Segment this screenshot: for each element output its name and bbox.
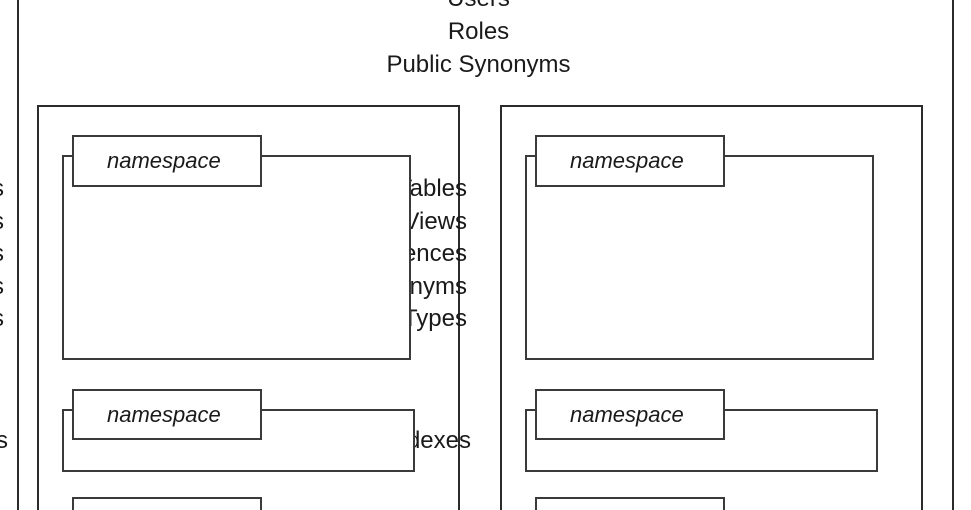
package-item-tables: Tables — [0, 173, 4, 206]
package-tab-right-objects: namespace — [535, 135, 725, 187]
package-tab-right-third — [535, 497, 725, 510]
package-item-list-left-indexes: Indexes — [0, 425, 8, 458]
package-stereotype-label: namespace — [570, 148, 684, 173]
package-stereotype-label: namespace — [107, 148, 221, 173]
package-tab-left-indexes: namespace — [72, 389, 262, 440]
package-body-right-objects — [525, 155, 874, 360]
package-tab-left-third — [72, 497, 262, 510]
package-item-sequences: Sequences — [0, 238, 4, 271]
package-item-private-synonyms: Private Synonyms — [0, 271, 4, 304]
package-item-list-left-objects: Tables Views Sequences Private Synonyms … — [0, 173, 4, 336]
package-stereotype-label: namespace — [107, 401, 221, 427]
package-item-indexes: Indexes — [0, 427, 8, 454]
global-scope-list: Users Roles Public Synonyms — [40, 0, 917, 81]
package-tab-left-objects: namespace — [72, 135, 262, 187]
global-item-public-synonyms: Public Synonyms — [386, 51, 571, 78]
package-item-user-defined-types: User-Defined Types — [0, 303, 4, 336]
schema-container-right: namespace Tables Views Sequences Private… — [255, 105, 923, 510]
package-item-views: Views — [0, 206, 4, 239]
package-tab-right-indexes: namespace — [535, 389, 725, 440]
package-stereotype-label: namespace — [570, 401, 684, 427]
database-frame — [17, 0, 954, 510]
schema-container-left: namespace Tables Views Sequences Private… — [0, 105, 460, 510]
global-item-users: Users — [40, 0, 917, 15]
package-item-views: Views — [403, 207, 467, 235]
global-item-roles: Roles — [447, 18, 510, 45]
